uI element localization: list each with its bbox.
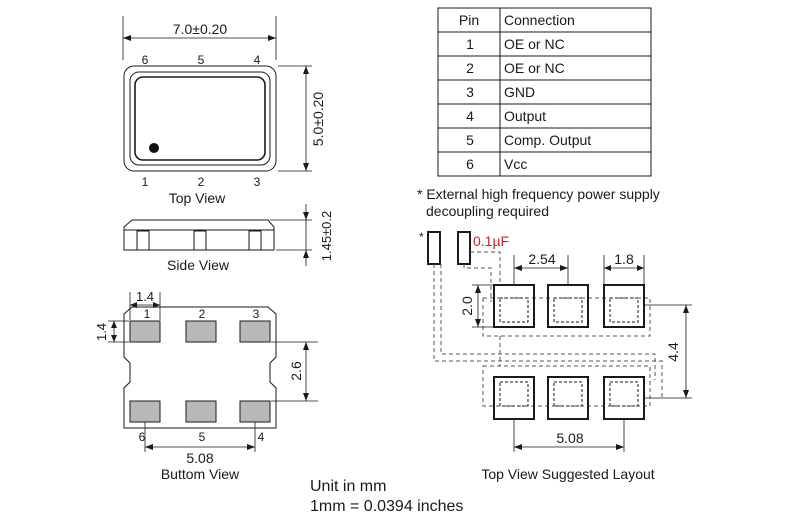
layout-pad-height-dim: 2.0 bbox=[459, 296, 475, 316]
layout-capacitor-label: 0.1µF bbox=[473, 233, 509, 249]
bottom-pad-width-dim: 1.4 bbox=[136, 289, 154, 304]
bottom-pad bbox=[239, 320, 271, 343]
bottom-pad bbox=[129, 320, 161, 343]
layout-row-spacing-dim: 4.4 bbox=[665, 342, 681, 362]
layout-pad bbox=[547, 284, 589, 328]
bottom-view-pin-label: 6 bbox=[139, 430, 146, 444]
layout-cap-pad bbox=[427, 231, 441, 265]
pin-table: Pin Connection 1 OE or NC 2 OE or NC 3 G… bbox=[437, 7, 652, 177]
layout-pad bbox=[493, 376, 535, 420]
pin-table-cell: OE or NC bbox=[504, 60, 565, 76]
pin-table-cell: Vcc bbox=[504, 156, 527, 172]
top-view: 7.0±0.20 6 5 4 1 2 3 5.0±0.20 Top View bbox=[122, 16, 326, 206]
bottom-pad bbox=[239, 400, 271, 423]
pin-table-cell: 2 bbox=[466, 60, 474, 76]
bottom-view-package bbox=[123, 306, 277, 429]
units-line1: Unit in mm bbox=[310, 478, 386, 495]
side-view-caption: Side View bbox=[167, 257, 230, 273]
layout-pad bbox=[603, 376, 645, 420]
pin1-marker-dot bbox=[149, 143, 159, 153]
bottom-view-pin-label: 4 bbox=[258, 430, 265, 444]
bottom-view-pin-label: 3 bbox=[253, 307, 260, 321]
top-view-pin-label: 3 bbox=[254, 175, 261, 189]
side-view-height-dim: 1.45±0.2 bbox=[319, 211, 334, 262]
top-view-package bbox=[123, 65, 277, 172]
pin-table-cell: OE or NC bbox=[504, 36, 565, 52]
decoupling-note-line2: decoupling required bbox=[426, 203, 549, 219]
pin-table-cell: Comp. Output bbox=[504, 132, 591, 148]
pin-table-cell: 4 bbox=[466, 108, 474, 124]
layout-pitch-dim: 2.54 bbox=[528, 251, 555, 267]
top-view-width-dim: 7.0±0.20 bbox=[173, 21, 228, 37]
top-view-pin-label: 5 bbox=[198, 53, 205, 67]
pin-table-cell: 3 bbox=[466, 84, 474, 100]
units-line2: 1mm = 0.0394 inches bbox=[310, 498, 463, 515]
pin-table-cell: GND bbox=[504, 84, 535, 100]
decoupling-note-line1: * External high frequency power supply bbox=[417, 186, 660, 202]
bottom-row-spacing-dim: 2.6 bbox=[288, 361, 304, 381]
top-view-pin-label: 2 bbox=[198, 175, 205, 189]
top-view-caption: Top View bbox=[169, 190, 226, 206]
bottom-pad bbox=[185, 320, 217, 343]
bottom-pitch-dim: 5.08 bbox=[186, 450, 213, 466]
top-view-pin-label: 4 bbox=[254, 53, 261, 67]
bottom-view-caption: Buttom View bbox=[161, 466, 240, 482]
layout-cap-pad bbox=[457, 231, 471, 265]
layout-pad bbox=[603, 284, 645, 328]
bottom-pad bbox=[185, 400, 217, 423]
pin-table-cell: 6 bbox=[466, 156, 474, 172]
bottom-view-pin-label: 1 bbox=[144, 307, 151, 321]
top-view-pin-label: 1 bbox=[142, 175, 149, 189]
side-view: 1.45±0.2 Side View bbox=[123, 204, 334, 273]
layout-span-dim: 5.08 bbox=[556, 430, 583, 446]
pin-table-cell: 1 bbox=[466, 36, 474, 52]
layout-pad bbox=[547, 376, 589, 420]
pin-table-cell: 5 bbox=[466, 132, 474, 148]
bottom-pad-height-dim: 1.4 bbox=[94, 323, 109, 341]
pin-table-cell: Output bbox=[504, 108, 546, 124]
side-view-package bbox=[123, 219, 275, 251]
layout-caption: Top View Suggested Layout bbox=[481, 466, 654, 482]
pin-table-header: Pin bbox=[459, 12, 479, 28]
bottom-pad bbox=[129, 400, 161, 423]
top-view-pin-label: 6 bbox=[142, 53, 149, 67]
layout-pad bbox=[493, 284, 535, 328]
layout-pad-width-dim: 1.8 bbox=[614, 251, 634, 267]
bottom-view-pin-label: 5 bbox=[199, 430, 206, 444]
layout-asterisk: * bbox=[419, 230, 424, 244]
top-view-height-dim: 5.0±0.20 bbox=[310, 92, 326, 147]
bottom-view: 1 2 3 6 5 4 1.4 1.4 2.6 5.08 Buttom bbox=[94, 289, 318, 482]
suggested-layout: * 0.1µF 2.54 bbox=[419, 230, 692, 482]
bottom-view-pin-label: 2 bbox=[199, 307, 206, 321]
pin-table-header: Connection bbox=[504, 12, 575, 28]
